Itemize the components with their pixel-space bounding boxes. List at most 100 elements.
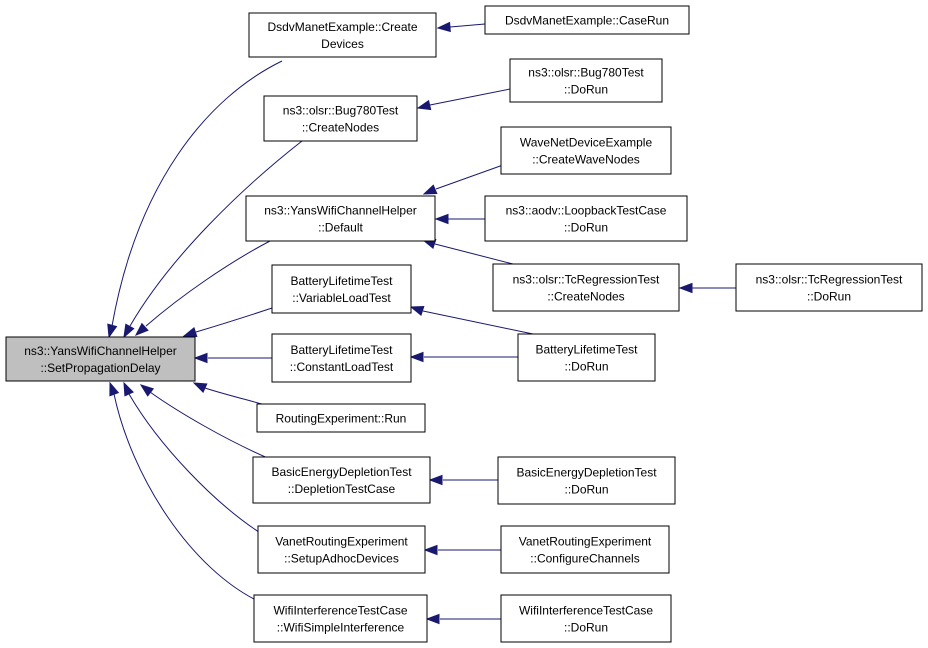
node-label-line: RoutingExperiment::Run bbox=[276, 412, 407, 426]
edges-layer bbox=[107, 21, 736, 625]
edge-wave_createwavenodes-to-yans_default bbox=[422, 164, 504, 195]
node-tcreg-dorun[interactable]: ns3::olsr::TcRegressionTest::DoRun bbox=[735, 263, 923, 312]
node-battery-constant[interactable]: BatteryLifetimeTest::ConstantLoadTest bbox=[271, 333, 412, 383]
node-label-line: BasicEnergyDepletionTest bbox=[271, 465, 412, 479]
edge-dsdv_caserun-to-dsdv_create bbox=[436, 21, 486, 33]
node-box bbox=[271, 333, 412, 383]
node-box bbox=[484, 195, 688, 242]
node-label-line: ::CreateWaveNodes bbox=[532, 153, 640, 167]
node-box bbox=[500, 525, 670, 574]
node-tcreg-createnodes[interactable]: ns3::olsr::TcRegressionTest::CreateNodes bbox=[492, 263, 680, 312]
nodes-layer: ns3::YansWifiChannelHelper::SetPropagati… bbox=[5, 5, 923, 643]
node-box bbox=[245, 195, 436, 242]
node-wave-createwavenodes[interactable]: WaveNetDeviceExample::CreateWaveNodes bbox=[500, 126, 672, 175]
edge-battery_variable-to-root bbox=[182, 307, 273, 338]
node-label-line: WifiInterferenceTestCase bbox=[519, 604, 653, 618]
node-label-line: ::ConfigureChannels bbox=[530, 552, 639, 566]
node-aodv-loopback-dorun[interactable]: ns3::aodv::LoopbackTestCase::DoRun bbox=[484, 195, 688, 242]
node-label-line: WaveNetDeviceExample bbox=[520, 136, 653, 150]
node-label-line: ns3::olsr::Bug780Test bbox=[528, 66, 644, 80]
node-label-line: BatteryLifetimeTest bbox=[290, 274, 393, 288]
arrowhead-icon bbox=[416, 99, 432, 111]
edge-routing_run-to-root bbox=[192, 382, 263, 405]
node-box bbox=[497, 456, 676, 505]
node-label-line: ::DoRun bbox=[564, 621, 608, 635]
arrowhead-icon bbox=[436, 21, 451, 33]
node-energy-depletion-case[interactable]: BasicEnergyDepletionTest::DepletionTestC… bbox=[252, 456, 431, 504]
edge-line bbox=[434, 243, 514, 265]
arrowhead-icon bbox=[423, 544, 438, 556]
node-routing-run[interactable]: RoutingExperiment::Run bbox=[256, 403, 426, 433]
node-label-line: ::WifiSimpleInterference bbox=[277, 621, 405, 635]
node-dsdv-caserun[interactable]: DsdvManetExample::CaseRun bbox=[484, 5, 690, 35]
node-wifi-dorun[interactable]: WifiInterferenceTestCase::DoRun bbox=[500, 594, 672, 643]
edge-bug780_dorun-to-bug780_createnodes bbox=[416, 88, 511, 111]
node-label-line: ns3::olsr::Bug780Test bbox=[283, 104, 399, 118]
edge-vanet_setup-to-root bbox=[123, 381, 266, 537]
node-box bbox=[257, 525, 426, 574]
node-label-line: ns3::olsr::TcRegressionTest bbox=[513, 273, 660, 287]
node-box bbox=[263, 95, 418, 142]
node-label-line: ::DoRun bbox=[564, 360, 608, 374]
node-label-line: ns3::olsr::TcRegressionTest bbox=[756, 273, 903, 287]
arrowhead-icon bbox=[409, 351, 424, 363]
edge-tcreg_dorun-to-tcreg_createnodes bbox=[678, 282, 736, 294]
edge-aodv_loopback_dorun-to-yans_default bbox=[434, 213, 485, 225]
node-battery-variable[interactable]: BatteryLifetimeTest::VariableLoadTest bbox=[271, 264, 412, 314]
node-label-line: VanetRoutingExperiment bbox=[519, 535, 652, 549]
node-vanet-setup[interactable]: VanetRoutingExperiment::SetupAdhocDevice… bbox=[257, 525, 426, 574]
node-box bbox=[517, 333, 656, 382]
node-box bbox=[253, 594, 428, 643]
node-vanet-configure[interactable]: VanetRoutingExperiment::ConfigureChannel… bbox=[500, 525, 670, 574]
node-label-line: ::DoRun bbox=[807, 290, 851, 304]
edge-line bbox=[449, 23, 486, 28]
arrowhead-icon bbox=[428, 474, 443, 486]
arrowhead-icon bbox=[192, 382, 208, 393]
node-label-line: ::VariableLoadTest bbox=[292, 291, 391, 305]
node-label-line: WifiInterferenceTestCase bbox=[273, 604, 407, 618]
edge-line bbox=[195, 307, 273, 333]
node-label-line: ::CreateNodes bbox=[302, 121, 379, 135]
node-box bbox=[252, 456, 431, 504]
node-box bbox=[256, 403, 426, 433]
arrowhead-icon bbox=[434, 213, 449, 225]
node-box bbox=[500, 126, 672, 175]
arrowhead-icon bbox=[678, 282, 693, 294]
arrowhead-icon bbox=[182, 327, 198, 338]
edge-wifi_dorun-to-wifi_simple bbox=[425, 613, 501, 625]
node-battery-dorun[interactable]: BatteryLifetimeTest::DoRun bbox=[517, 333, 656, 382]
edge-vanet_configure-to-vanet_setup bbox=[423, 544, 501, 556]
edge-line bbox=[204, 387, 263, 405]
edge-line bbox=[145, 240, 271, 327]
edge-line bbox=[435, 164, 504, 190]
edge-battery_dorun-to-battery_variable bbox=[409, 305, 534, 335]
node-box bbox=[484, 5, 690, 35]
edge-line bbox=[129, 140, 303, 327]
node-label-line: VanetRoutingExperiment bbox=[275, 535, 408, 549]
edge-tcreg_createnodes-to-yans_default bbox=[421, 238, 514, 265]
arrowhead-icon bbox=[139, 384, 155, 397]
node-yans-default[interactable]: ns3::YansWifiChannelHelper::Default bbox=[245, 195, 436, 242]
arrowhead-icon bbox=[107, 323, 118, 339]
node-box bbox=[509, 58, 663, 103]
node-root[interactable]: ns3::YansWifiChannelHelper::SetPropagati… bbox=[5, 336, 196, 382]
node-label-line: ::DoRun bbox=[564, 483, 608, 497]
edge-line bbox=[422, 310, 534, 335]
node-box bbox=[271, 264, 412, 314]
arrowhead-icon bbox=[123, 323, 135, 339]
edge-wifi_simple-to-root bbox=[109, 381, 263, 604]
node-label-line: ::SetupAdhocDevices bbox=[284, 552, 399, 566]
edge-energy_depletion_dorun-to-energy_depletion_case bbox=[428, 474, 498, 486]
node-energy-depletion-dorun[interactable]: BasicEnergyDepletionTest::DoRun bbox=[497, 456, 676, 505]
node-wifi-simple[interactable]: WifiInterferenceTestCase::WifiSimpleInte… bbox=[253, 594, 428, 643]
node-bug780-dorun[interactable]: ns3::olsr::Bug780Test::DoRun bbox=[509, 58, 663, 103]
node-label-line: BatteryLifetimeTest bbox=[290, 343, 393, 357]
arrowhead-icon bbox=[193, 352, 208, 364]
node-label-line: BasicEnergyDepletionTest bbox=[516, 466, 657, 480]
node-bug780-createnodes[interactable]: ns3::olsr::Bug780Test::CreateNodes bbox=[263, 95, 418, 142]
arrowhead-icon bbox=[109, 381, 120, 397]
node-label-line: DsdvManetExample::Create bbox=[267, 20, 417, 34]
node-label-line: ns3::YansWifiChannelHelper bbox=[24, 344, 177, 358]
